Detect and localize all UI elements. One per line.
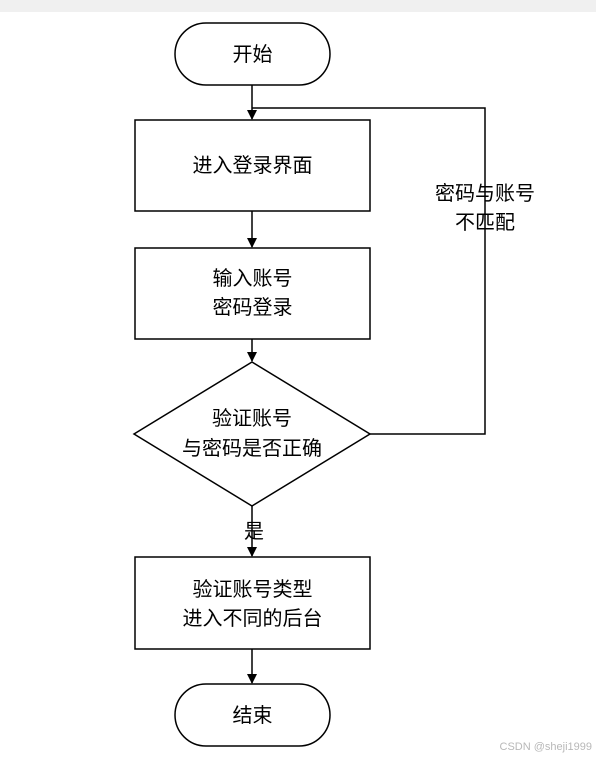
mismatch-edge-label-line2: 不匹配 — [455, 210, 515, 234]
account-type-label-line1: 验证账号类型 — [192, 577, 313, 601]
input-credentials-label-line1: 输入账号 — [212, 266, 293, 290]
login-page-box — [134, 119, 371, 212]
input-credentials-box — [134, 247, 371, 340]
watermark: CSDN @sheji1999 — [499, 741, 593, 753]
end-terminal — [174, 683, 331, 747]
yes-edge-label: 是 — [244, 519, 264, 543]
account-type-box — [134, 556, 371, 650]
end-label: 结束 — [232, 703, 273, 727]
account-type-label-line2: 进入不同的后台 — [182, 606, 323, 630]
mismatch-edge-label-line1: 密码与账号 — [435, 181, 535, 205]
top-bar — [0, 0, 596, 12]
login-page-label: 进入登录界面 — [192, 153, 313, 177]
verify-decision-label-line2: 与密码是否正确 — [182, 436, 322, 460]
verify-decision-label-line1: 验证账号 — [212, 406, 292, 430]
input-credentials-label-line2: 密码登录 — [212, 295, 293, 319]
loop-back-connector — [252, 107, 486, 435]
start-label: 开始 — [232, 42, 273, 66]
